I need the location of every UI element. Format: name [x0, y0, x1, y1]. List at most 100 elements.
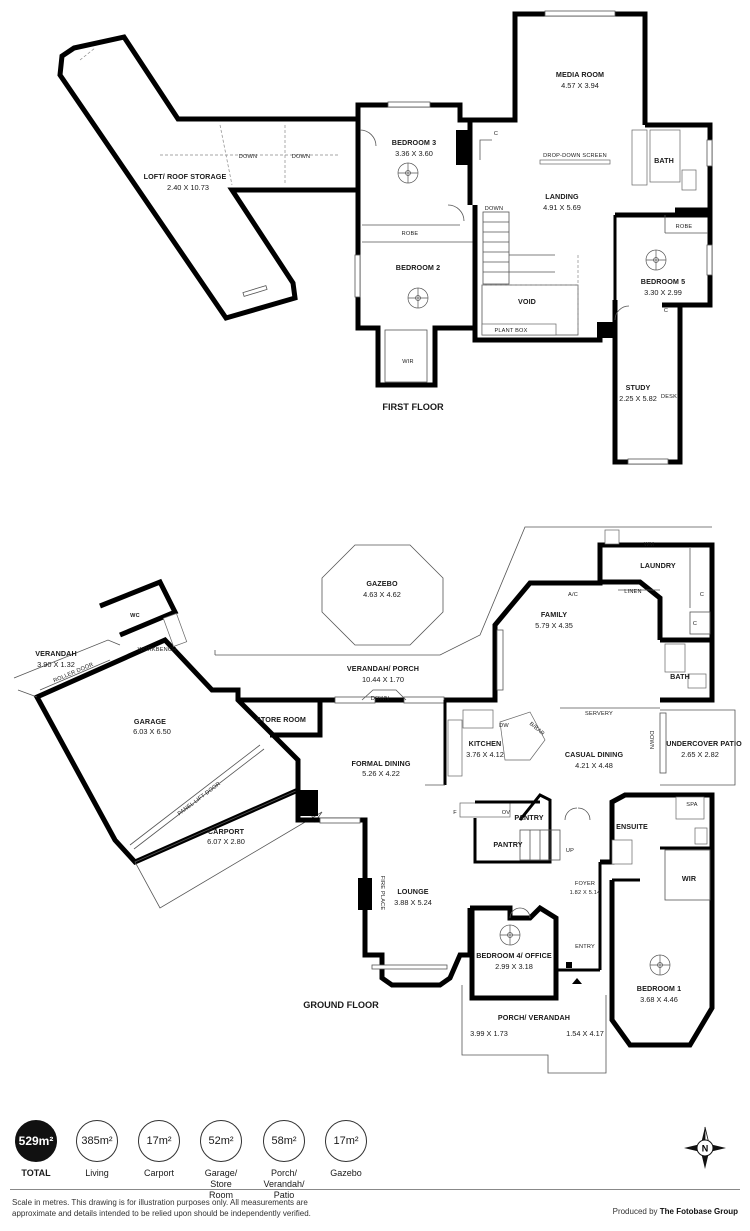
room-dim: 2.40 X 10.73 [167, 183, 209, 192]
room-dim: 3.30 X 2.99 [644, 288, 682, 297]
room-name: FORMAL DINING [351, 759, 410, 768]
window [354, 254, 361, 298]
door-swing [509, 907, 531, 919]
room-name: ENSUITE [616, 822, 648, 831]
door-swing [564, 807, 591, 821]
window [242, 285, 268, 297]
room-name: PANTRY [514, 813, 543, 822]
tag-down: DOWN [371, 696, 390, 702]
room-name: BEDROOM 2 [396, 263, 440, 272]
room-name: BEDROOM 4/ OFFICE [476, 951, 552, 960]
landing-wall [472, 205, 618, 343]
room-name: LANDING [545, 192, 579, 201]
ceiling-fan-icon [397, 162, 419, 184]
toilet [694, 827, 708, 845]
toilet [681, 169, 697, 191]
ceiling-fan-icon [407, 287, 429, 309]
ensuite-wall [600, 792, 715, 1048]
window [387, 101, 431, 108]
tag-panel: PANEL LIFT DOOR [177, 781, 222, 817]
room-name: PANTRY [493, 840, 522, 849]
wir-box [384, 329, 428, 383]
tag-plant-box: PLANT BOX [494, 328, 527, 334]
door-swing [614, 305, 630, 321]
room-name: VERANDAH/ PORCH [347, 664, 419, 673]
workbench-box [162, 613, 188, 647]
drop-down-screen [539, 159, 611, 165]
footer-divider [10, 1189, 740, 1190]
spa-bath [675, 796, 705, 820]
room-name: KITCHEN [469, 739, 502, 748]
post [597, 322, 613, 338]
tag-robe: ROBE [676, 224, 693, 230]
plant-box [481, 323, 557, 336]
loft-outline [57, 34, 361, 321]
stat-value: 58m² [263, 1120, 305, 1162]
stat-porch: 58m² Porch/ Verandah/ Patio [262, 1120, 306, 1201]
stat-value: 17m² [325, 1120, 367, 1162]
window [706, 244, 713, 276]
tag-spa: SPA [686, 802, 697, 808]
ground-floor-plan [13, 526, 736, 1074]
store-room-wall [238, 697, 323, 738]
verandah-outline [13, 639, 121, 679]
stat-value: 385m² [76, 1120, 118, 1162]
tag-down: DOWN [485, 206, 504, 212]
room-dim: 6.07 X 2.80 [207, 837, 245, 846]
main-house-wall [320, 542, 715, 703]
tag-robe: ROBE [402, 231, 419, 237]
room-dim: 1.82 X 5.14 [570, 890, 601, 896]
tag-down: DOWN [648, 731, 654, 750]
tag-desk: DESK [661, 394, 677, 400]
stat-total-value: 529m² [15, 1120, 57, 1162]
bedroom2-wall [355, 190, 478, 388]
stat-label: Gazebo [330, 1168, 362, 1178]
stat-label: Living [85, 1168, 109, 1178]
room-dim: 6.03 X 6.50 [133, 727, 171, 736]
panel-lift-door [129, 744, 261, 846]
room-dim: 4.21 X 4.48 [575, 761, 613, 770]
vanity [687, 673, 707, 689]
window [706, 139, 713, 167]
ceiling-fan-icon [645, 249, 667, 271]
room-name: WIR [682, 874, 697, 883]
bath-ground-wall [660, 637, 715, 700]
room-name: MEDIA ROOM [556, 70, 604, 79]
ceiling-fan-icon [499, 924, 521, 946]
room-dim: 3.36 X 3.60 [395, 149, 433, 158]
fireplace [358, 878, 372, 910]
room-name: FAMILY [541, 610, 567, 619]
tag-up: UP [566, 848, 574, 854]
window [627, 458, 669, 465]
tag-fireplace: FIRE PLACE [379, 876, 385, 911]
room-name: GARAGE [134, 717, 166, 726]
room-dim: 3.88 X 5.24 [394, 898, 432, 907]
stat-gazebo: 17m² Gazebo [324, 1120, 368, 1179]
shower [664, 643, 686, 673]
room-name: LOFT/ ROOF STORAGE [144, 172, 227, 181]
chimney [456, 130, 470, 165]
bench [447, 719, 463, 777]
shower [611, 839, 633, 865]
window [403, 696, 445, 704]
tag-c: C [700, 592, 704, 598]
staircase [482, 211, 555, 285]
room-name: PORCH/ VERANDAH [498, 1013, 570, 1022]
tag-wm: WM [644, 542, 654, 548]
compass-icon: N [684, 1126, 726, 1169]
room-dim: 1.54 X 4.17 [566, 1029, 604, 1038]
tag-servery: SERVERY [585, 711, 613, 717]
window [659, 712, 667, 774]
tag-c: C [664, 308, 668, 314]
tag-c: C [494, 131, 498, 137]
room-name: STUDY [626, 383, 651, 392]
bay-steps [361, 689, 407, 701]
outdoor-boundary [215, 526, 712, 656]
cupboard [479, 139, 492, 160]
tag-ac: A/C [568, 592, 578, 598]
room-dim: 4.57 X 3.94 [561, 81, 599, 90]
bay-window [371, 964, 448, 970]
room-name: LOUNGE [397, 887, 428, 896]
room-name: BEDROOM 3 [392, 138, 436, 147]
island-bench [499, 711, 546, 761]
